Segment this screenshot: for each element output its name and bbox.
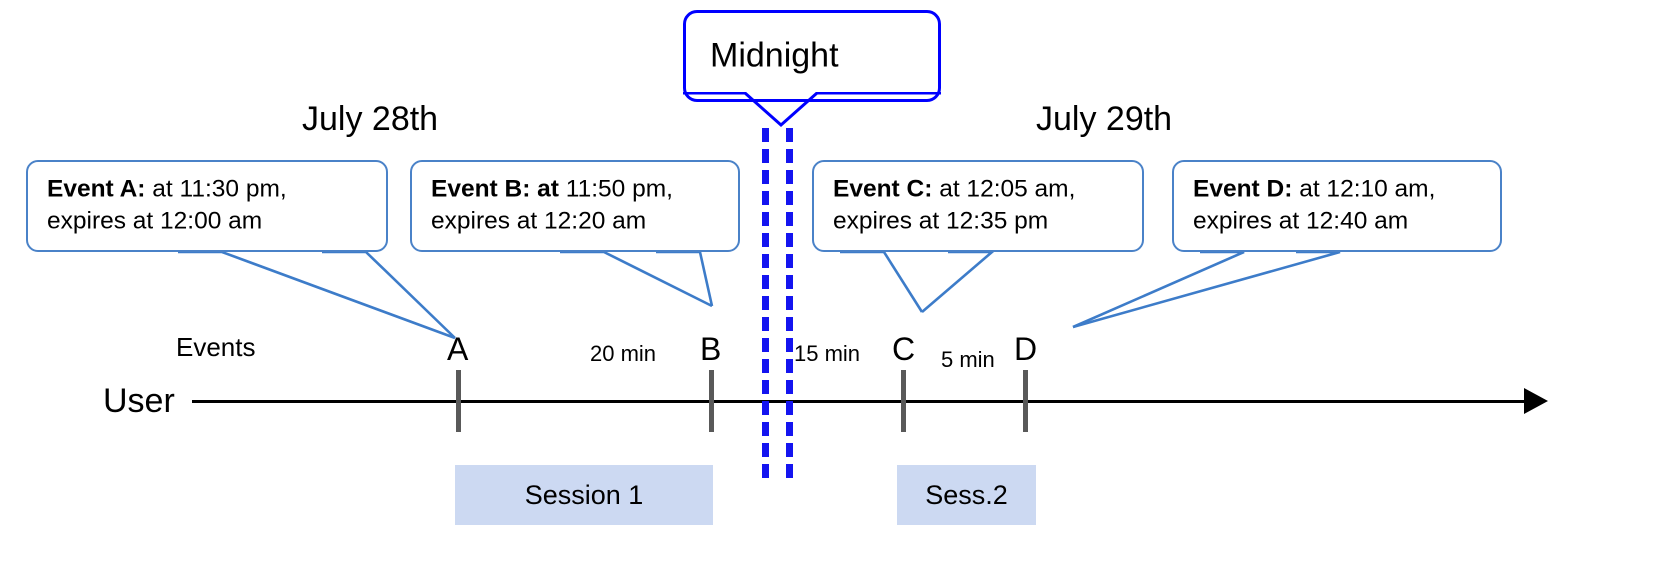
event-b-name: Event B: at [431,175,559,203]
session-1-label: Session 1 [524,479,644,510]
date-label-july-29: July 29th [1036,100,1173,138]
event-b-line1-rest: 11:50 pm, [558,175,673,203]
event-b-text: Event B: at 11:50 pm, expires at 12:20 am [431,174,673,239]
event-c-text: Event C: at 12:05 am, expires at 12:35 pm [833,174,1075,239]
interval-label-bc: 15 min [794,341,861,366]
user-row-label: User [103,382,175,420]
event-c-name: Event C: [833,175,933,203]
session-bar-1: Session 1 [455,465,713,525]
event-marker-a [456,370,461,432]
event-a-line1-rest: at 11:30 pm, [145,175,287,203]
session-2-label: Sess.2 [925,479,1008,510]
midnight-dashed-line-left [762,128,769,478]
event-d-text: Event D: at 12:10 am, expires at 12:40 am [1193,174,1435,239]
interval-label-ab: 20 min [590,341,657,366]
event-c-line2: expires at 12:35 pm [833,208,1049,235]
event-a-name: Event A: [47,175,146,203]
event-marker-b [709,370,714,432]
date-label-july-28: July 28th [302,100,439,138]
event-marker-c [901,370,906,432]
event-a-text: Event A: at 11:30 pm, expires at 12:00 am [47,174,287,239]
event-callout-a: Event A: at 11:30 pm, expires at 12:00 am [26,160,388,252]
midnight-label: Midnight [710,36,839,75]
event-d-line2: expires at 12:40 am [1193,208,1409,235]
interval-label-cd: 5 min [941,347,995,372]
event-callout-c: Event C: at 12:05 am, expires at 12:35 pm [812,160,1144,252]
event-d-line1-rest: at 12:10 am, [1292,175,1436,203]
event-marker-label-a: A [447,331,469,367]
timeline-arrow-icon [1524,388,1548,414]
event-marker-label-d: D [1014,331,1038,367]
midnight-dashed-line-right [786,128,793,478]
events-row-label: Events [176,332,256,362]
event-c-line1-rest: at 12:05 am, [932,175,1076,203]
event-callout-d: Event D: at 12:10 am, expires at 12:40 am [1172,160,1502,252]
event-callout-b: Event B: at 11:50 pm, expires at 12:20 am [410,160,740,252]
midnight-callout-tail-icon [683,92,941,128]
event-b-line2: expires at 12:20 am [431,208,647,235]
midnight-callout-box: Midnight [683,10,941,102]
session-bar-2: Sess.2 [897,465,1036,525]
event-marker-label-c: C [892,331,916,367]
event-d-name: Event D: [1193,175,1293,203]
event-a-line2: expires at 12:00 am [47,208,263,235]
event-marker-label-b: B [700,331,722,367]
timeline-axis [192,400,1532,403]
event-marker-d [1023,370,1028,432]
